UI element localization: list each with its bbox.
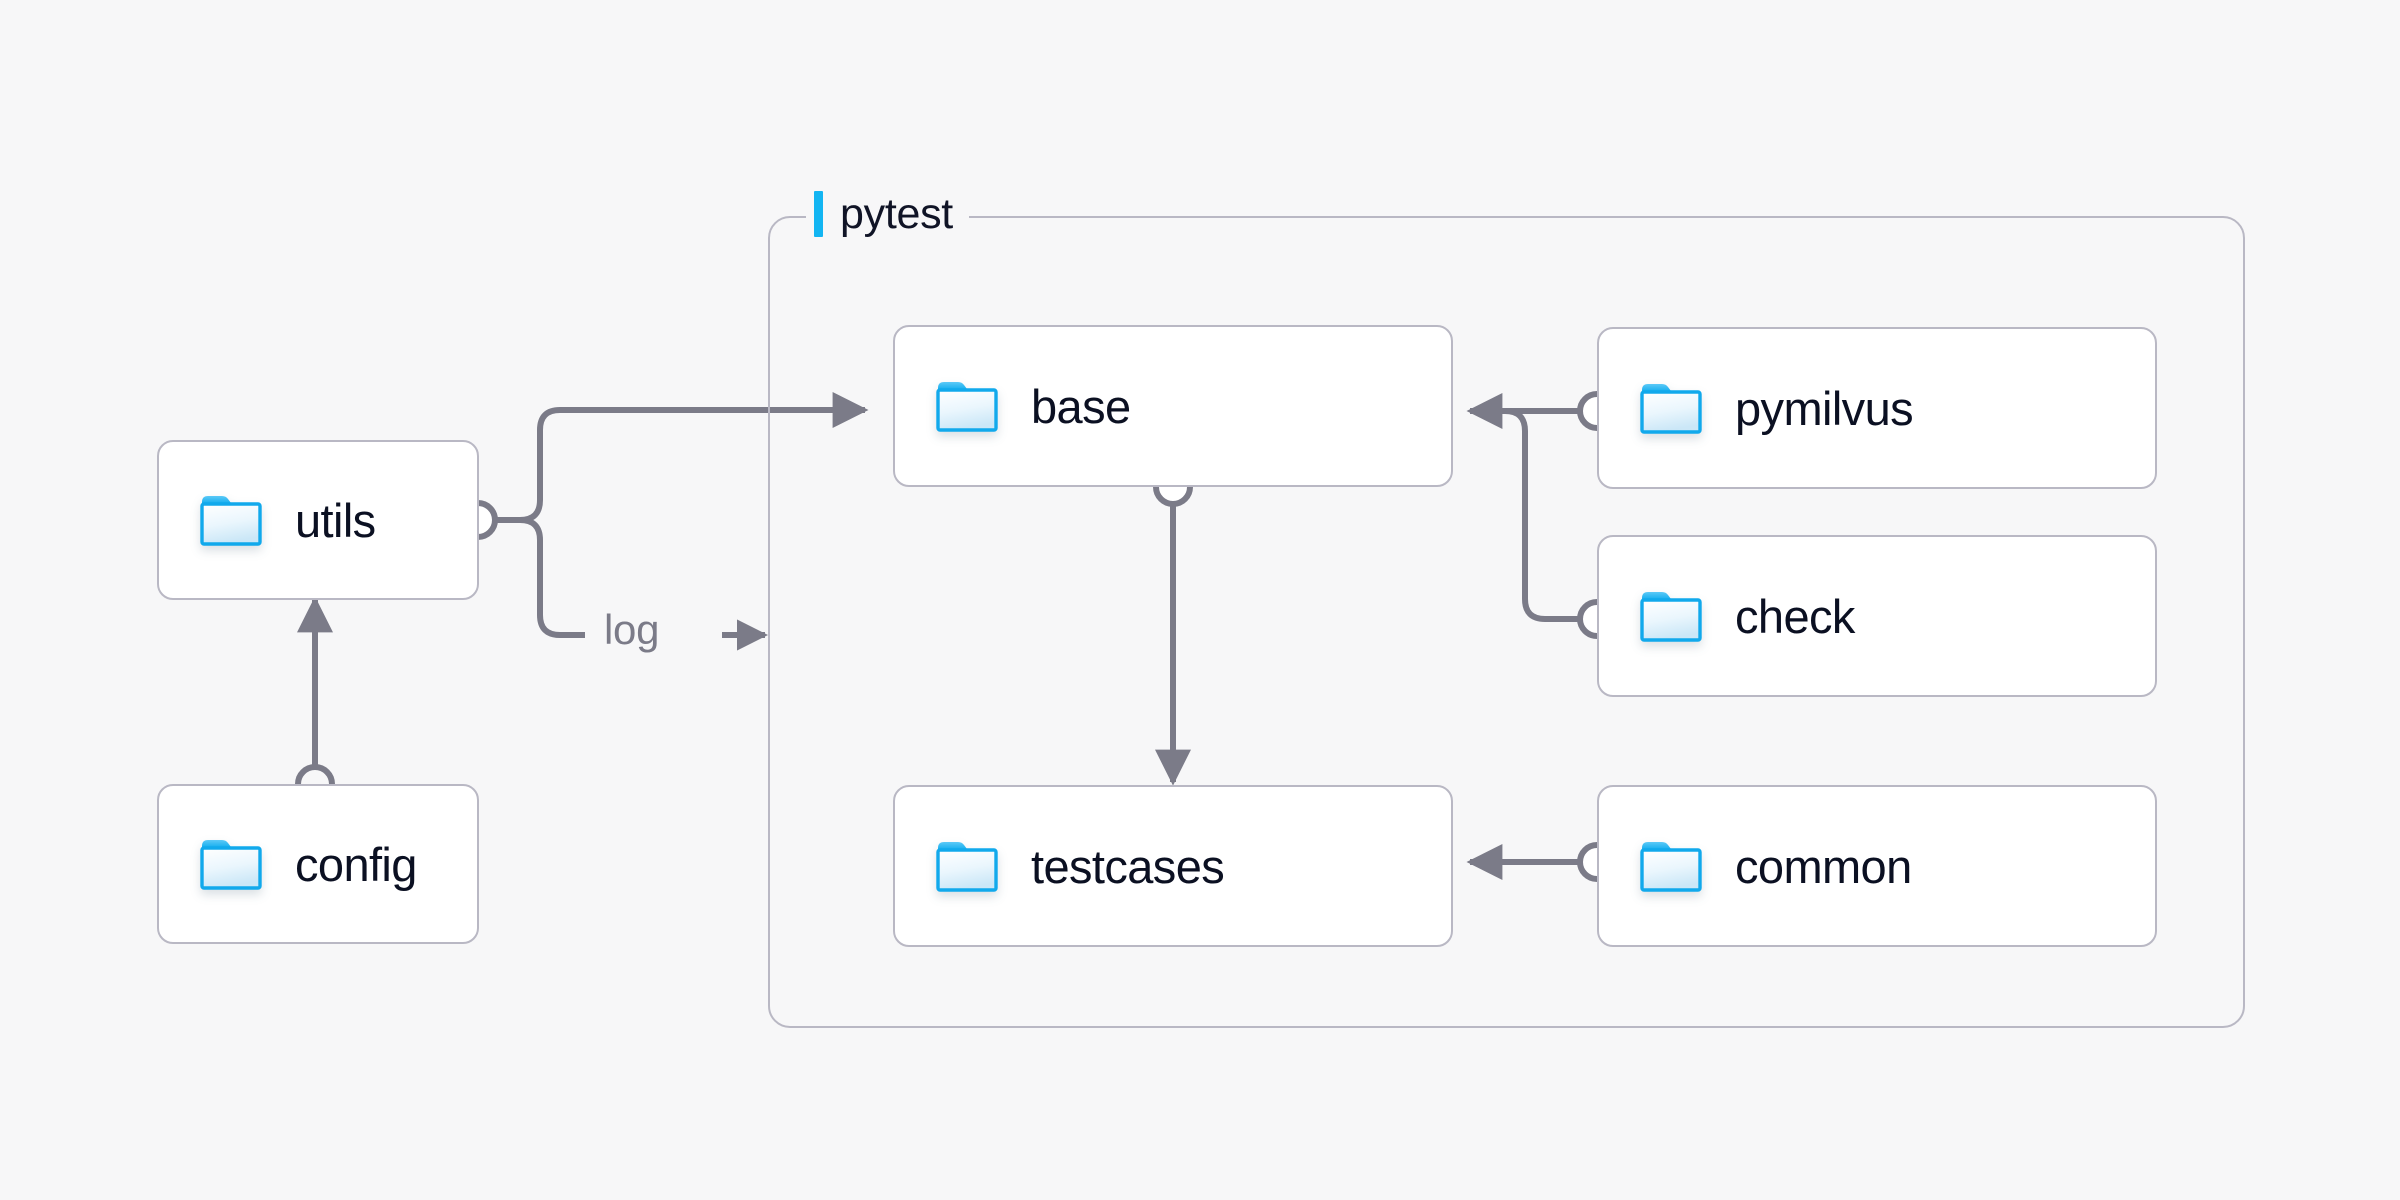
node-utils[interactable]: utils — [157, 440, 479, 600]
group-title-text: pytest — [840, 189, 953, 238]
edge-utils-to-pytest-log — [497, 517, 769, 651]
node-label: base — [1031, 379, 1131, 433]
folder-icon — [1639, 839, 1703, 893]
node-label: config — [295, 837, 417, 891]
folder-icon — [1639, 589, 1703, 643]
node-label: utils — [295, 493, 376, 547]
node-pymilvus[interactable]: pymilvus — [1597, 327, 2157, 489]
node-label: pymilvus — [1735, 381, 1914, 435]
folder-icon — [199, 493, 263, 547]
folder-icon — [935, 839, 999, 893]
node-testcases[interactable]: testcases — [893, 785, 1453, 947]
edge-config-to-utils — [295, 596, 335, 804]
node-check[interactable]: check — [1597, 535, 2157, 697]
group-container-pytest — [768, 216, 2245, 1028]
node-label: common — [1735, 839, 1912, 893]
node-label: testcases — [1031, 839, 1225, 893]
group-accent-bar — [814, 191, 823, 237]
node-config[interactable]: config — [157, 784, 479, 944]
node-base[interactable]: base — [893, 325, 1453, 487]
folder-icon — [935, 379, 999, 433]
folder-icon — [1639, 381, 1703, 435]
node-label: check — [1735, 589, 1855, 643]
group-label-pytest: pytest — [806, 187, 969, 241]
edge-label-log: log — [604, 606, 660, 653]
folder-icon — [199, 837, 263, 891]
node-common[interactable]: common — [1597, 785, 2157, 947]
